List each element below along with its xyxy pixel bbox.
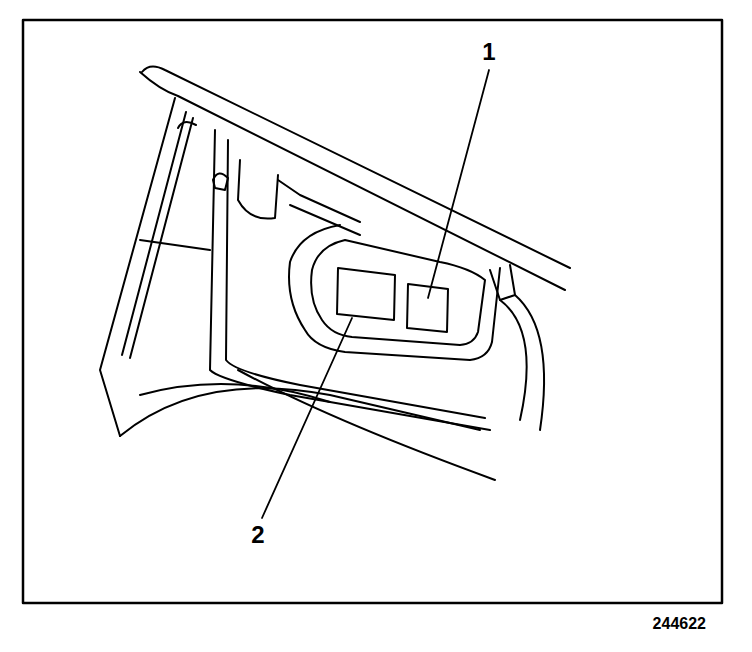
pillar-line (122, 112, 186, 355)
label-rectangle (337, 268, 395, 320)
ledge (290, 205, 360, 235)
leader-line (428, 70, 489, 298)
panel-curve (238, 370, 495, 480)
pillar-outer (100, 98, 175, 436)
panel-curve (140, 384, 330, 402)
pillar-hook (178, 122, 196, 128)
recess-outer (289, 225, 500, 360)
callout-number: 2 (251, 523, 264, 547)
ledge (278, 180, 360, 222)
figure-number: 244622 (653, 616, 706, 632)
pillar-line (140, 240, 210, 250)
pillar-line (130, 118, 193, 358)
recess-inner (311, 240, 485, 345)
cylinder (238, 160, 278, 219)
figure-frame (23, 20, 722, 603)
panel-curve (120, 388, 480, 436)
panel-top-edge (142, 66, 570, 268)
bolt (213, 173, 228, 190)
label-rectangle (407, 284, 448, 332)
panel-right (515, 295, 544, 430)
clip (490, 265, 515, 300)
leader-line (262, 318, 352, 518)
panel-right (500, 300, 527, 420)
callout-number: 1 (482, 40, 495, 64)
panel-inner (226, 140, 485, 418)
panel-lower-edge (140, 72, 565, 290)
